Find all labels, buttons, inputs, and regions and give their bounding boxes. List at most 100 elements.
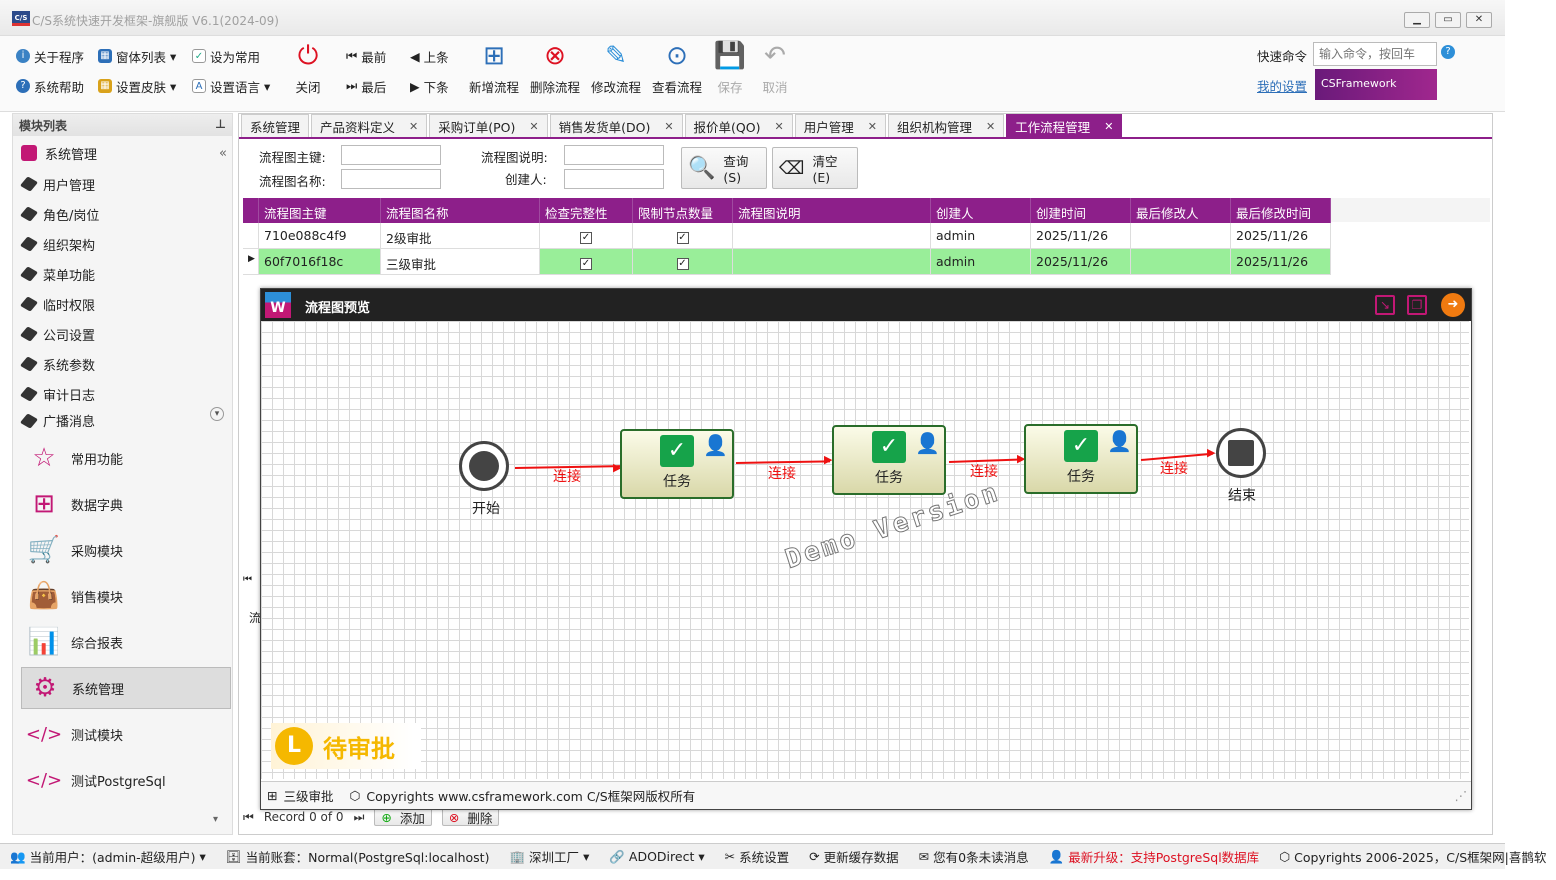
status-account[interactable]: 🗄当前账套：Normal(PostgreSql:localhost)	[225, 848, 490, 866]
next-icon[interactable]: ⏭	[353, 809, 365, 824]
task-node[interactable]: ✓ 任务	[832, 425, 946, 495]
sidebar-group-header[interactable]: 系统管理 «	[21, 140, 227, 166]
status-connection[interactable]: 🔗ADODirect▾	[609, 848, 705, 865]
col-creator[interactable]: 创建人	[931, 198, 1031, 223]
delete-row-button[interactable]: ⊗删除	[441, 808, 500, 826]
close-icon[interactable]: ✕	[1104, 119, 1114, 133]
clear-button[interactable]: ⌫清空(E)	[772, 147, 858, 189]
tab-po[interactable]: 采购订单(PO)✕	[429, 114, 548, 137]
status-factory[interactable]: 🏢深圳工厂▾	[509, 848, 590, 866]
skin-button[interactable]: ▦设置皮肤▾	[98, 75, 176, 97]
end-node[interactable]	[1216, 428, 1266, 478]
col-name[interactable]: 流程图名称	[381, 198, 540, 223]
restore-icon[interactable]: ❐	[1407, 295, 1427, 315]
tab-user[interactable]: 用户管理✕	[794, 114, 886, 137]
exit-icon[interactable]: ➜	[1441, 293, 1465, 317]
close-icon[interactable]: ✕	[664, 119, 674, 133]
sidebar-item-temp-perm[interactable]: 临时权限	[19, 291, 223, 317]
sidebar-item-company[interactable]: 公司设置	[19, 321, 223, 347]
task-node[interactable]: ✓ 任务	[1024, 424, 1138, 494]
col-key[interactable]: 流程图主键	[259, 198, 381, 223]
close-icon[interactable]: ✕	[985, 119, 996, 133]
desc-input[interactable]	[564, 145, 664, 165]
sidebar-item-role[interactable]: 角色/岗位	[19, 201, 223, 227]
module-system[interactable]: ⚙系统管理	[21, 667, 231, 709]
start-node[interactable]	[459, 441, 509, 491]
save-button[interactable]: 💾保存	[713, 41, 747, 95]
minimize-button[interactable]: ▁	[1404, 12, 1430, 28]
minimize-icon[interactable]: ↘	[1375, 295, 1395, 315]
task-node[interactable]: ✓ 任务	[620, 429, 734, 499]
module-reports[interactable]: 📊综合报表	[27, 627, 124, 657]
sidebar-item-broadcast[interactable]: 广播消息	[19, 411, 223, 430]
tab-org[interactable]: 组织机构管理✕	[887, 114, 1005, 137]
cancel-button[interactable]: ↶取消	[743, 39, 807, 96]
sidebar-item-audit[interactable]: 审计日志	[19, 381, 223, 407]
col-limit[interactable]: 限制节点数量	[633, 198, 733, 223]
my-settings-link[interactable]: 我的设置	[1257, 79, 1308, 94]
help-button[interactable]: ?系统帮助	[16, 75, 84, 97]
first-button[interactable]: ⏮最前	[346, 48, 387, 65]
module-test[interactable]: </>测试模块	[21, 713, 231, 755]
scroll-down-icon[interactable]: ▾	[210, 407, 224, 421]
module-purchase[interactable]: 🛒采购模块	[27, 535, 124, 565]
status-upgrade[interactable]: 👤最新升级：支持PostgreSql数据库	[1048, 848, 1260, 866]
restore-button[interactable]: ▭	[1435, 12, 1461, 28]
checkbox[interactable]: ✓	[676, 232, 689, 244]
module-test-postgresql[interactable]: </>测试PostgreSql	[21, 759, 231, 801]
add-flow-button[interactable]: ⊞新增流程	[468, 41, 519, 95]
creator-input[interactable]	[564, 169, 664, 189]
close-icon[interactable]: ✕	[529, 119, 539, 133]
module-favorites[interactable]: ☆常用功能	[21, 437, 231, 479]
module-sales[interactable]: 👜销售模块	[27, 581, 124, 611]
sidebar-item-menu[interactable]: 菜单功能	[19, 261, 223, 287]
col-desc[interactable]: 流程图说明	[733, 198, 931, 223]
query-button[interactable]: 🔍查询(S)	[681, 147, 767, 189]
pin-icon[interactable]: ⊥	[215, 117, 226, 131]
prev-button[interactable]: ◀上条	[410, 48, 449, 65]
quick-command-input[interactable]	[1313, 42, 1437, 66]
help-circle-icon[interactable]: ?	[1441, 45, 1455, 59]
delete-flow-button[interactable]: ⊗删除流程	[529, 41, 580, 95]
edit-flow-button[interactable]: ✎修改流程	[590, 41, 641, 95]
close-button[interactable]: ⏻关闭	[276, 39, 340, 96]
col-complete[interactable]: 检查完整性	[540, 198, 633, 223]
status-settings[interactable]: ✂系统设置	[724, 849, 790, 865]
checkbox[interactable]: ✓	[580, 258, 592, 270]
set-favorite-button[interactable]: ✓设为常用	[192, 45, 260, 67]
next-button[interactable]: ▶下条	[410, 78, 449, 95]
add-row-button[interactable]: ⊕添加	[374, 808, 432, 826]
status-messages[interactable]: ✉您有0条未读消息	[918, 849, 1029, 865]
close-icon[interactable]: ✕	[774, 119, 784, 133]
sidebar-item-org[interactable]: 组织架构	[19, 231, 223, 257]
name-input[interactable]	[341, 169, 441, 189]
status-user[interactable]: 👥当前用户：(admin-超级用户)▾	[10, 848, 206, 866]
module-dictionary[interactable]: ⊞数据字典	[21, 483, 231, 525]
tab-qo[interactable]: 报价单(QO)✕	[684, 114, 793, 137]
key-input[interactable]	[341, 145, 441, 165]
grid-first-icon[interactable]: ⏮	[243, 574, 252, 585]
close-icon[interactable]: ✕	[867, 119, 877, 133]
table-row[interactable]: 710e088c4f9 2级审批 ✓ ✓ admin 2025/11/26 20…	[243, 223, 1331, 249]
window-list-button[interactable]: ▦窗体列表▾	[98, 45, 176, 67]
last-button[interactable]: ⏭最后	[346, 78, 387, 95]
table-row-selected[interactable]: ▶ 60f7016f18c 三级审批 ✓ ✓ admin 2025/11/26 …	[243, 249, 1331, 275]
view-flow-button[interactable]: ⊙查看流程	[651, 41, 702, 95]
col-modified[interactable]: 最后修改时间	[1231, 198, 1331, 223]
collapse-icon[interactable]: «	[219, 145, 227, 161]
close-icon[interactable]: ✕	[409, 119, 419, 133]
col-created[interactable]: 创建时间	[1031, 198, 1131, 223]
sidebar-item-user[interactable]: 用户管理	[19, 171, 223, 197]
first-icon[interactable]: ⏮	[243, 809, 254, 824]
checkbox[interactable]: ✓	[676, 258, 689, 270]
col-modifier[interactable]: 最后修改人	[1131, 198, 1231, 223]
tab-do[interactable]: 销售发货单(DO)✕	[549, 114, 683, 137]
close-window-button[interactable]: ✕	[1466, 12, 1492, 28]
tab-product[interactable]: 产品资料定义✕	[311, 114, 428, 137]
status-refresh-cache[interactable]: ⟳更新缓存数据	[809, 849, 899, 865]
resize-grip-icon[interactable]: ⋰	[1454, 788, 1468, 803]
tab-workflow[interactable]: 工作流程管理✕	[1006, 114, 1123, 137]
checkbox[interactable]: ✓	[580, 232, 592, 244]
